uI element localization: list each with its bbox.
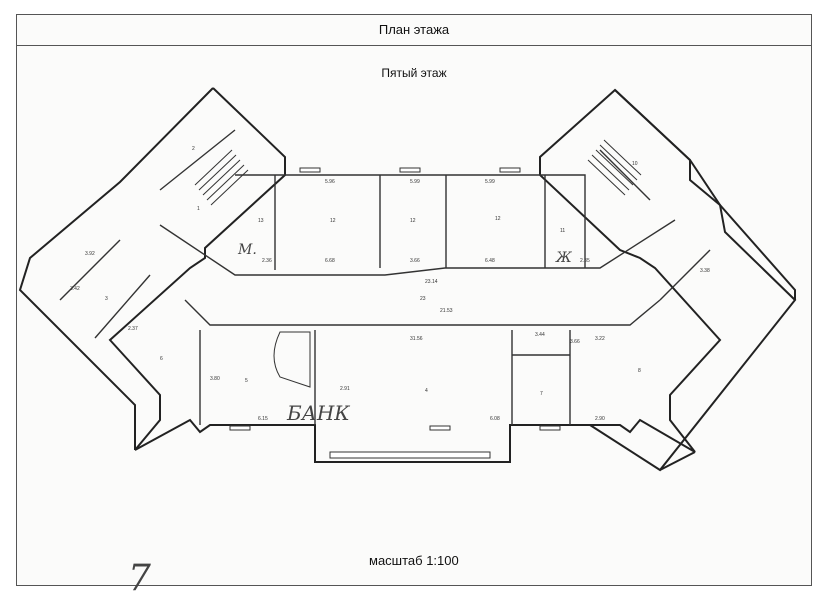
dimension-label: 3.92 xyxy=(85,251,95,257)
dimension-label: 3.80 xyxy=(210,376,220,382)
right-room-wall xyxy=(659,249,711,301)
right-stair-wall xyxy=(599,149,651,201)
dimension-label: 2.36 xyxy=(262,258,272,264)
room-id: 10 xyxy=(632,161,638,167)
dimension-label: 5.96 xyxy=(325,179,335,185)
left-stair xyxy=(194,149,249,206)
exterior-walls xyxy=(18,87,797,472)
handwritten-sheet-number: 7 xyxy=(128,558,151,599)
room-id: 23 xyxy=(420,296,426,302)
dimension-label: 2.37 xyxy=(128,326,138,332)
right-stair xyxy=(587,139,642,196)
dimension-labels: 31.56 23.14 21.53 5.96 5.99 5.99 6.68 6.… xyxy=(70,179,710,422)
dimension-label: 21.53 xyxy=(440,308,453,314)
room-id: 12 xyxy=(495,216,501,222)
plan-sheet: План этажа Пятый этаж масштаб 1:100 xyxy=(16,14,812,586)
room-id: 11 xyxy=(560,228,565,234)
upper-rooms-wall xyxy=(235,174,586,268)
dimension-label: 23.14 xyxy=(425,279,438,285)
right-outer-edge xyxy=(614,89,796,300)
room-id: 8 xyxy=(638,368,641,374)
room-id: 12 xyxy=(410,218,416,224)
bottom-right-edge xyxy=(659,451,696,471)
dimension-label: 31.56 xyxy=(410,336,423,342)
left-room-wall-1 xyxy=(59,239,121,301)
dimension-label: 6.15 xyxy=(258,416,268,422)
handwritten-zh: Ж xyxy=(555,250,573,266)
room-id: 2 xyxy=(192,146,195,152)
handwritten-bank: БАНК xyxy=(286,401,350,425)
left-room-wall-2 xyxy=(94,274,151,339)
room-labels: 12 12 12 23 4 5 6 7 8 10 11 13 3 2 1 xyxy=(105,146,641,397)
scale-label: масштаб 1:100 xyxy=(369,553,459,568)
dimension-label: 3.66 xyxy=(570,339,580,345)
dimension-label: 6.68 xyxy=(325,258,335,264)
dimension-label: 5.99 xyxy=(410,179,420,185)
room-id: 3 xyxy=(105,296,108,302)
dimension-label: 3.44 xyxy=(535,332,545,338)
dimension-label: 3.22 xyxy=(595,336,605,342)
stairs xyxy=(194,139,642,388)
handwritten-m: М. xyxy=(237,242,257,258)
dimension-label: 2.35 xyxy=(580,258,590,264)
dimension-label: 6.48 xyxy=(485,258,495,264)
dimension-label: 5.99 xyxy=(485,179,495,185)
room-id: 13 xyxy=(258,218,264,224)
room-id: 12 xyxy=(330,218,336,224)
room-id: 6 xyxy=(160,356,163,362)
dimension-label: 2.91 xyxy=(340,386,350,392)
left-stair-wall xyxy=(159,129,236,191)
corridor-top-wall xyxy=(159,219,676,276)
windows xyxy=(229,167,561,459)
spiral-stair xyxy=(273,331,311,388)
corridor-walls xyxy=(59,129,711,425)
room-id: 5 xyxy=(245,378,248,384)
dimension-label: 3.66 xyxy=(410,258,420,264)
dimension-label: 2.90 xyxy=(595,416,605,422)
dimension-label: 3.42 xyxy=(70,286,80,292)
handwritten-notes: БАНК М. Ж 7 xyxy=(128,242,573,599)
floor-title: Пятый этаж xyxy=(381,66,447,80)
room-id: 4 xyxy=(425,388,428,394)
left-outer-edge xyxy=(18,87,214,450)
title-bar: План этажа xyxy=(17,15,811,46)
room-id: 1 xyxy=(197,206,200,212)
dimension-label: 6.08 xyxy=(490,416,500,422)
corridor-bottom-wall xyxy=(184,299,661,326)
dimension-label: 3.38 xyxy=(700,268,710,274)
left-wing-outline xyxy=(108,87,797,472)
plan-title: План этажа xyxy=(378,22,450,37)
room-id: 7 xyxy=(540,391,543,397)
